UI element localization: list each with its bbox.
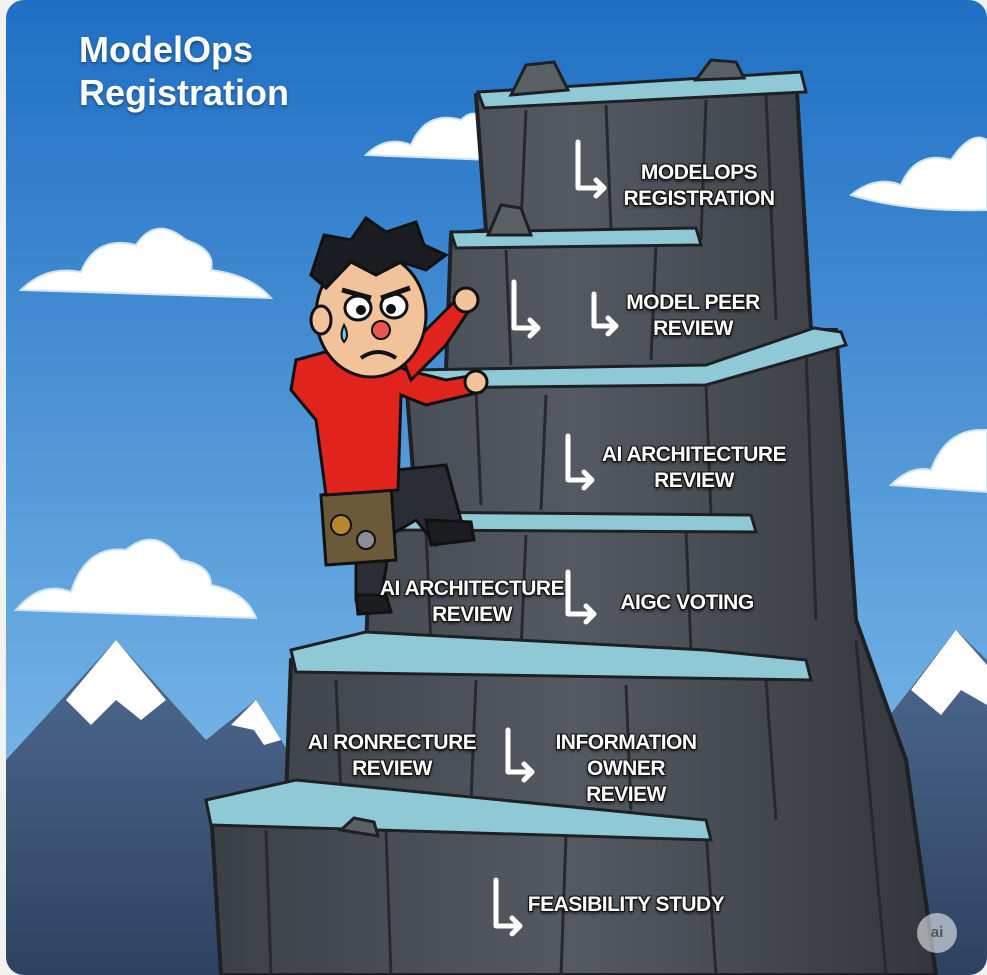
climber-figure [289,215,489,616]
step-label-ai-architecture-review-upper: AI ARCHITECTURE REVIEW [601,443,787,492]
cloud [18,227,274,300]
step-label-ai-architecture-review-lower: AI ARCHITECTURE REVIEW [379,577,565,626]
step-label-information-owner-review: INFORMATION OWNER REVIEW [555,731,697,806]
ai-watermark-badge: ai [917,913,957,953]
title-line-2: Registration [79,72,290,113]
step-label-ai-ronrecture-review: AI RONRECTURE REVIEW [307,731,477,780]
step-label-feasibility-study: FEASIBILITY STUDY [527,893,725,916]
boulders [337,58,747,838]
cloud [848,136,987,212]
step-label-aigc-voting: AIGC VOTING [620,591,754,614]
image-frame: ModelOps Registration MODELOPS REGISTRAT… [6,0,987,975]
scene-illustration [6,0,987,975]
title-line-1: ModelOps [79,29,254,70]
cloud [888,429,987,494]
page-title: ModelOps Registration [79,28,379,114]
step-label-model-peer-review: MODEL PEER REVIEW [626,291,760,340]
step-label-modelops-registration: MODELOPS REGISTRATION [623,161,775,210]
step-arrows [493,139,619,937]
cloud [13,538,258,620]
